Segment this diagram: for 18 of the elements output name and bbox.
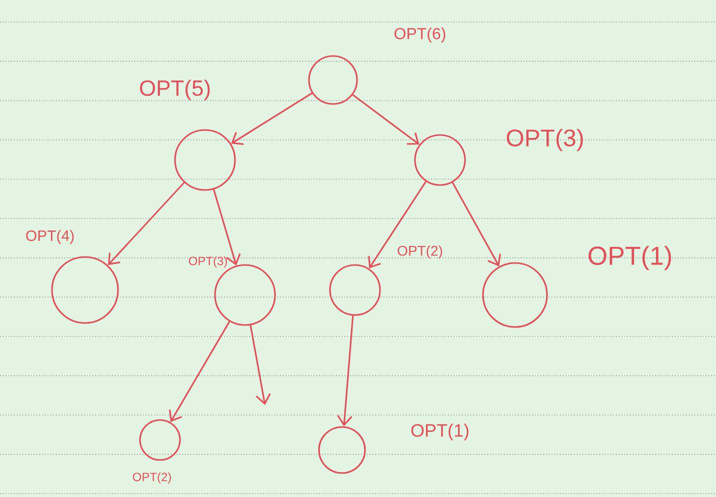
node-label: OPT(2) [132, 472, 171, 484]
node-label: OPT(4) [26, 230, 74, 244]
arrow [168, 321, 230, 422]
node-label: OPT(6) [394, 28, 446, 42]
arrow [368, 181, 427, 268]
arrow [250, 325, 271, 405]
node-label: OPT(3) [188, 256, 227, 268]
arrow [337, 316, 354, 426]
node-label: OPT(2) [398, 245, 442, 259]
node-label: OPT(1) [411, 424, 468, 440]
node-label: OPT(1) [588, 246, 671, 270]
node-label: OPT(3) [506, 128, 583, 152]
arrow [452, 182, 501, 266]
arrow [108, 182, 185, 266]
arrow [231, 92, 312, 145]
node-label: OPT(5) [140, 80, 210, 100]
arrow [212, 189, 241, 266]
arrow [352, 94, 420, 145]
